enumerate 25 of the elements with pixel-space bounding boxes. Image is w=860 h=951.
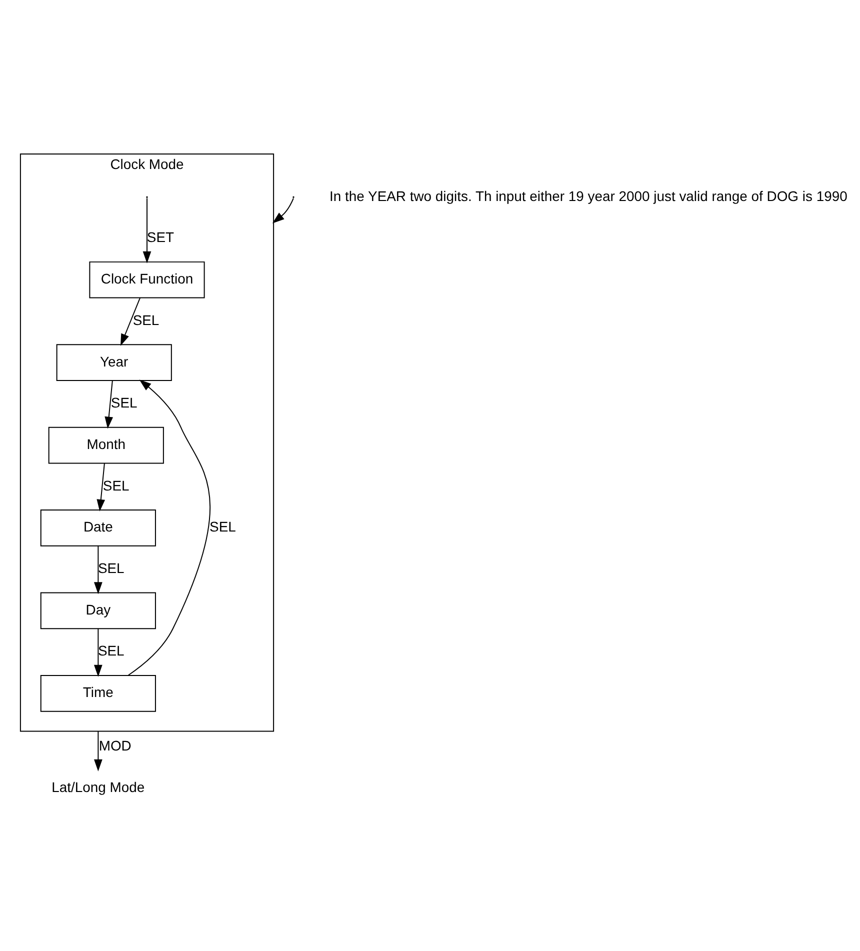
edge-label: SEL <box>98 642 124 658</box>
arrow <box>96 462 106 511</box>
arrow <box>142 197 152 263</box>
edge-label: MOD <box>98 736 132 753</box>
node-box: Day <box>40 592 156 629</box>
edge-label: SEL <box>210 518 236 534</box>
arrow <box>128 379 211 676</box>
node-text: Lat/Long Mode <box>52 778 145 794</box>
arrow <box>120 297 141 346</box>
node-box: Clock Function <box>89 260 205 298</box>
node-box: Date <box>40 509 156 546</box>
arrow <box>94 545 102 594</box>
node-box: Year <box>56 344 172 381</box>
arrow <box>94 628 102 676</box>
edge-label: SEL <box>132 311 160 328</box>
node-box: Month <box>48 426 164 464</box>
edge-label: SEL <box>98 560 124 576</box>
arrow <box>94 730 102 771</box>
edge-label: SET <box>146 228 174 245</box>
arrow <box>104 380 114 428</box>
node-box: Time <box>40 674 156 712</box>
arrow <box>272 197 294 223</box>
edge-label: SEL <box>102 476 130 493</box>
edge-label: SEL <box>110 394 138 410</box>
label: In the YEAR two digits. Th input either 19 year 2000 just valid range of DOG is 1990 <box>330 187 848 204</box>
